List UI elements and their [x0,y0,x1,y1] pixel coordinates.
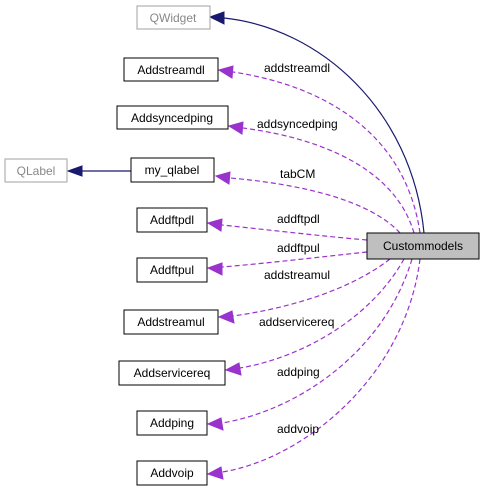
edge-use-addftpul-arrow [206,262,223,276]
node-qlabel-label: QLabel [17,164,56,178]
edge-use-addftpdl [221,224,368,241]
edge-use-addftpdl-arrow [206,218,223,232]
node-qlabel[interactable]: QLabel [4,158,68,183]
node-addstreamdl[interactable]: Addstreamdl [123,57,219,82]
edge-label-addstreamul: addstreamul [264,268,330,282]
edge-inherit-qlabel-arrow [66,165,83,177]
edge-use-tabcm-arrow [214,171,231,185]
node-qwidget[interactable]: QWidget [136,5,211,30]
edge-use-addsyncedping-arrow [227,121,244,135]
edge-use-addvoip [221,258,421,473]
node-addping[interactable]: Addping [136,410,208,436]
node-qwidget-label: QWidget [150,11,197,25]
edge-use-addservicereq-arrow [224,362,242,376]
edge-use-addping-arrow [206,417,224,431]
edge-use-addstreamdl [232,71,421,234]
edge-label-addvoip: addvoip [277,422,319,436]
edge-label-addsyncedping: addsyncedping [257,117,338,131]
node-addservicereq[interactable]: Addservicereq [118,360,226,386]
edge-label-tabcm: tabCM [280,167,315,181]
edge-label-addftpdl: addftpdl [277,212,320,226]
node-addftpul-label: Addftpul [150,263,194,277]
node-addftpul[interactable]: Addftpul [136,257,208,283]
node-addstreamul-label: Addstreamul [137,315,204,329]
node-addftpdl[interactable]: Addftpdl [136,207,208,233]
edge-inherit-qwidget-arrow [208,11,225,25]
node-custommodels-label: Custommodels [383,239,463,253]
edge-use-addping [221,258,413,424]
edge-label-addftpul: addftpul [277,241,320,255]
node-addsyncedping-label: Addsyncedping [131,111,213,125]
edge-use-tabcm [229,177,401,234]
edge-use-addservicereq [239,258,405,369]
node-custommodels[interactable]: Custommodels [366,232,480,260]
node-my-qlabel[interactable]: my_qlabel [130,157,215,183]
edge-label-addstreamdl: addstreamdl [264,61,330,75]
edge-label-addping: addping [277,365,320,379]
node-addftpdl-label: Addftpdl [150,213,194,227]
edge-use-addstreamul-arrow [217,310,235,324]
edge-inherit-qwidget [223,17,425,234]
edge-use-addsyncedping [242,127,415,234]
edge-use-addstreamdl-arrow [217,65,234,79]
edge-label-addservicereq: addservicereq [259,315,334,329]
edge-use-addvoip-arrow [206,466,224,480]
edge-use-addstreamul [232,258,391,317]
node-addping-label: Addping [150,416,194,430]
node-addvoip-label: Addvoip [150,466,194,480]
node-addservicereq-label: Addservicereq [134,366,211,380]
node-addstreamdl-label: Addstreamdl [137,63,204,77]
edge-use-addftpul [221,251,368,268]
node-addsyncedping[interactable]: Addsyncedping [116,105,229,130]
node-addstreamul[interactable]: Addstreamul [123,309,219,335]
node-addvoip[interactable]: Addvoip [136,460,208,486]
node-my-qlabel-label: my_qlabel [145,163,200,177]
